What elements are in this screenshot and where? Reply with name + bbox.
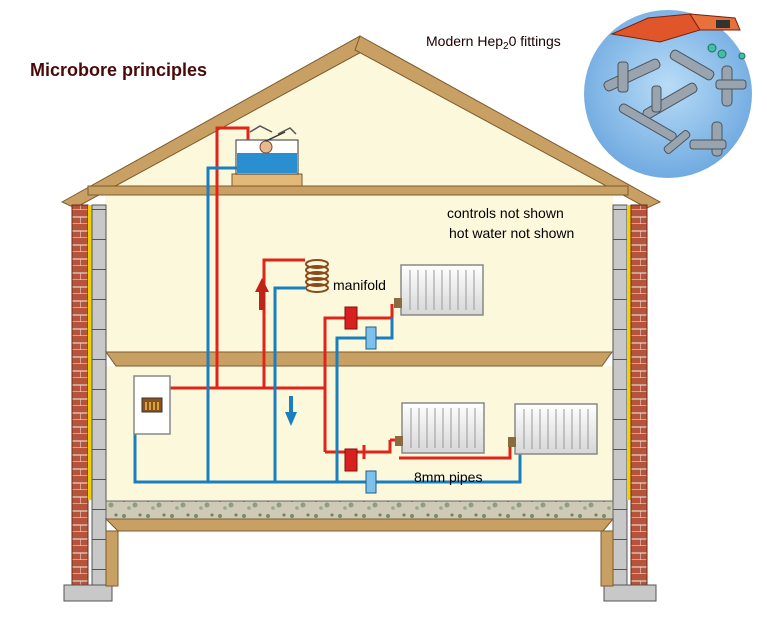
first-floor-slab (105, 351, 613, 367)
right-foundation-pier (600, 530, 614, 587)
ceiling-joist (87, 185, 629, 196)
right-block-wall (612, 204, 628, 586)
flow-direction-arrow (255, 278, 269, 310)
fittings-label-suffix: 0 fittings (508, 33, 561, 49)
note-hot-water: hot water not shown (449, 225, 575, 241)
right-insulation (627, 205, 631, 500)
pipes-label: 8mm pipes (414, 469, 483, 485)
flow-manifold-lower (344, 448, 358, 472)
fittings-label-subscript: 2 (503, 41, 509, 52)
pipe-cutter-icon (610, 13, 741, 43)
left-block-wall (91, 204, 107, 586)
manifold-label: manifold (333, 277, 386, 293)
return-manifold-upper (365, 326, 377, 350)
upper-room (105, 196, 613, 352)
loft-space (90, 48, 628, 192)
hot-water-coil (305, 259, 329, 293)
fittings-label-prefix: Modern Hep (426, 33, 504, 49)
radiator-upper (394, 264, 484, 316)
boiler (133, 375, 171, 435)
right-brick-wall (630, 204, 648, 586)
right-footing (603, 584, 657, 602)
diagram-title: Microbore principles (30, 60, 208, 80)
flow-manifold-upper (344, 306, 358, 330)
radiator-lower-right (508, 403, 598, 455)
return-pipework (133, 166, 522, 484)
feed-expansion-tank (231, 125, 303, 187)
fittings-photo (584, 10, 752, 178)
left-footing (63, 584, 113, 602)
fittings-label: Modern Hep20 fittings (426, 33, 561, 52)
note-controls: controls not shown (447, 205, 564, 221)
left-brick-wall (71, 204, 89, 586)
radiator-lower-left (395, 402, 485, 454)
underfloor-void (104, 518, 615, 532)
left-insulation (88, 205, 92, 500)
return-manifold-lower (365, 470, 377, 494)
fitting-pieces (603, 43, 747, 157)
return-direction-arrow (285, 396, 297, 426)
ground-floor-slab (105, 500, 614, 520)
left-foundation-pier (105, 530, 119, 587)
